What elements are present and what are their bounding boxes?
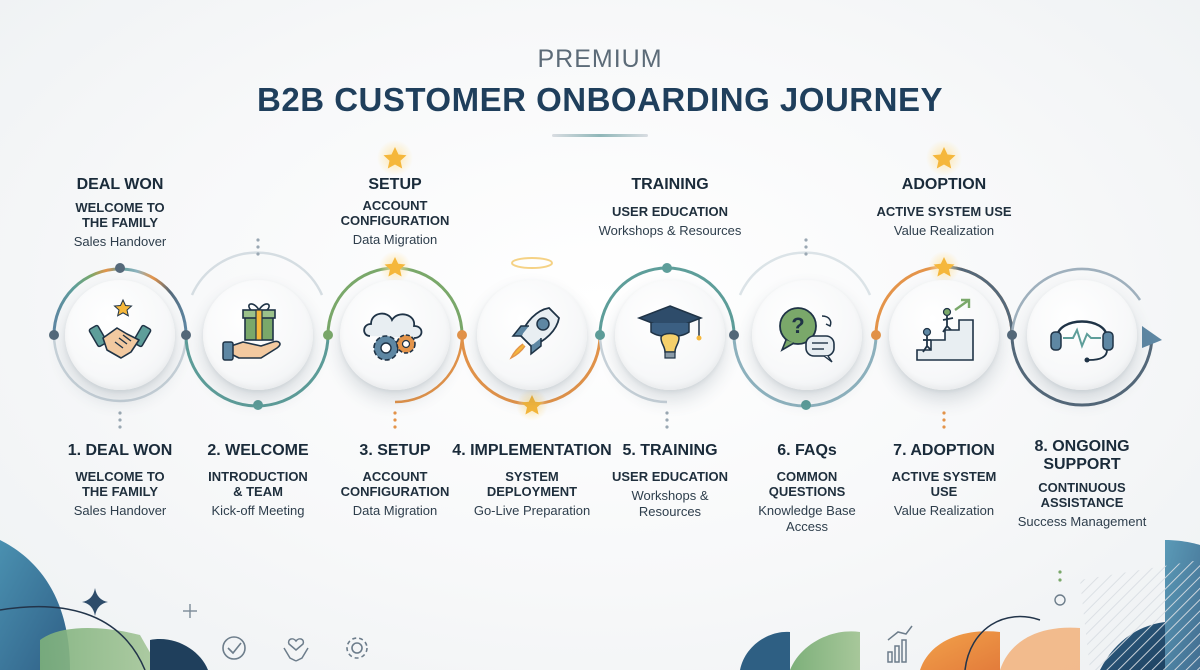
eyebrow-label: PREMIUM (537, 45, 663, 73)
step-node-7[interactable] (889, 280, 999, 390)
title-divider (552, 134, 648, 137)
step-label-5: 5. TRAINING USER EDUCATION Workshops & R… (611, 442, 729, 519)
sparkle-icon (82, 588, 108, 616)
gift-hand-icon (222, 303, 281, 361)
step-node-5[interactable] (615, 280, 725, 390)
step-node-1[interactable] (65, 280, 175, 390)
star-icon (928, 251, 960, 283)
step-node-2[interactable] (203, 280, 313, 390)
cloud-gears-icon (363, 312, 423, 361)
plus-icon (183, 604, 197, 618)
top-label-setup: SETUP ACCOUNT CONFIGURATION Data Migrati… (340, 176, 450, 247)
step-label-4: 4. IMPLEMENTATION SYSTEM DEPLOYMENT Go-L… (452, 442, 612, 518)
step-label-8: 8. ONGOING SUPPORT CONTINUOUS ASSISTANCE… (1017, 438, 1147, 529)
step-label-2: 2. WELCOME INTRODUCTION & TEAM Kick-off … (207, 442, 309, 518)
page-title: B2B CUSTOMER ONBOARDING JOURNEY (257, 81, 943, 118)
stairs-growth-icon (916, 298, 974, 361)
step-node-8[interactable] (1027, 280, 1137, 390)
question-chat-icon: ? (779, 307, 835, 363)
star-icon (377, 140, 413, 176)
rocket-icon (509, 307, 560, 360)
top-label-adoption: ADOPTION ACTIVE SYSTEM USE Value Realiza… (876, 176, 1012, 238)
top-label-training: TRAINING USER EDUCATION Workshops & Reso… (598, 176, 742, 238)
star-icon (516, 389, 548, 421)
svg-text:?: ? (791, 313, 804, 338)
path-dots (49, 263, 1017, 410)
gear-icon (346, 637, 368, 659)
graduation-bulb-icon (636, 305, 704, 359)
top-label-deal-won: DEAL WON WELCOME TO THE FAMILY Sales Han… (73, 176, 167, 249)
star-icon (926, 140, 962, 176)
star-icon (379, 251, 411, 283)
step-label-3: 3. SETUP ACCOUNT CONFIGURATION Data Migr… (340, 442, 450, 518)
step-node-3[interactable] (340, 280, 450, 390)
hands-heart-icon (283, 638, 309, 662)
bar-chart-icon (887, 625, 913, 663)
step-label-1: 1. DEAL WON WELCOME TO THE FAMILY Sales … (67, 442, 173, 518)
check-circle-icon (222, 636, 246, 660)
step-node-4[interactable] (477, 280, 587, 390)
handshake-icon (88, 298, 152, 359)
target-icon (1054, 594, 1066, 606)
step-label-7: 7. ADOPTION ACTIVE SYSTEM USE Value Real… (891, 442, 997, 518)
end-arrow-icon (1142, 326, 1162, 348)
step-label-6: 6. FAQs COMMON QUESTIONS Knowledge Base … (758, 442, 856, 534)
dotted-connectors (118, 238, 808, 429)
header: PREMIUM B2B CUSTOMER ONBOARDING JOURNEY (0, 44, 1200, 137)
step-node-6[interactable]: ? (752, 280, 862, 390)
headset-icon (1050, 320, 1114, 363)
